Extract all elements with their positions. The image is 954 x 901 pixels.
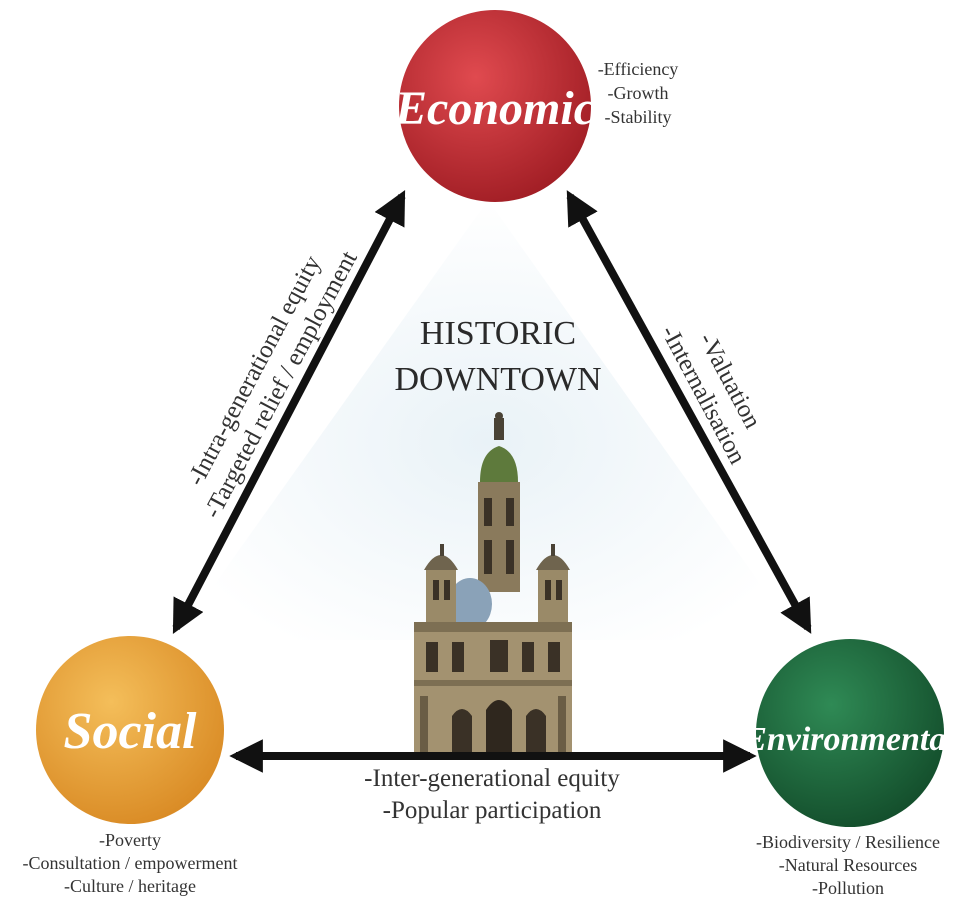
economic-bullets: -Efficiency -Growth -Stability — [598, 59, 679, 127]
economic-node: Economic — [394, 10, 595, 202]
center-title: HISTORIC DOWNTOWN — [394, 315, 601, 398]
economic-label: Economic — [394, 82, 595, 135]
social-item-3: -Culture / heritage — [64, 876, 196, 896]
center-title-line1: HISTORIC — [420, 315, 576, 352]
arrow-economic-environmental — [566, 190, 812, 634]
edge-social-environmental-line2: -Popular participation — [383, 797, 602, 824]
social-bullets: -Poverty -Consultation / empowerment -Cu… — [23, 830, 238, 896]
church-building-icon — [414, 412, 572, 752]
environmental-bullets: -Biodiversity / Resilience -Natural Reso… — [756, 832, 940, 898]
environmental-label: Environmental — [743, 721, 954, 758]
economic-item-3: -Stability — [605, 107, 672, 127]
center-title-line2: DOWNTOWN — [394, 361, 601, 398]
economic-item-2: -Growth — [608, 83, 669, 103]
environmental-item-2: -Natural Resources — [779, 855, 917, 875]
social-node: Social — [36, 636, 224, 824]
environmental-circle — [756, 639, 944, 827]
arrow-economic-social — [172, 190, 406, 634]
edge-label-social-environmental: -Inter-generational equity -Popular part… — [364, 765, 620, 824]
environmental-node: Environmental — [743, 639, 954, 827]
social-item-2: -Consultation / empowerment — [23, 853, 238, 873]
social-item-1: -Poverty — [99, 830, 161, 850]
social-label: Social — [64, 703, 197, 760]
economic-circle — [399, 10, 591, 202]
social-circle — [36, 636, 224, 824]
environmental-item-1: -Biodiversity / Resilience — [756, 832, 940, 852]
economic-item-1: -Efficiency — [598, 59, 679, 79]
environmental-item-3: -Pollution — [812, 878, 884, 898]
edge-social-environmental-line1: -Inter-generational equity — [364, 765, 620, 792]
